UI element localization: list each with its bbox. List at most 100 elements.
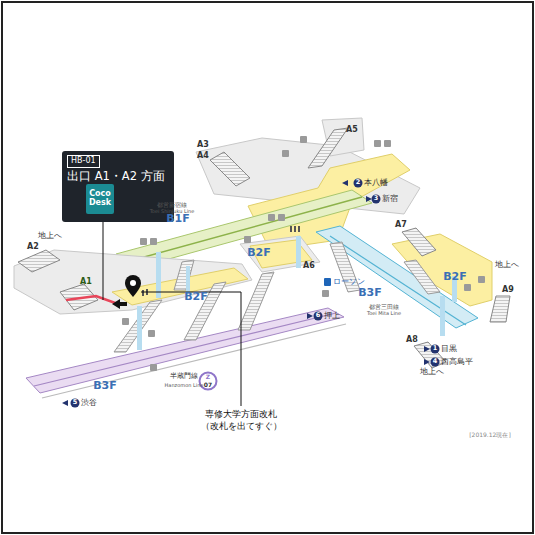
direction-arrow (62, 400, 68, 406)
track (34, 313, 336, 386)
direction-number: 6 (316, 312, 321, 319)
escalator (404, 260, 440, 294)
leader-line (141, 292, 241, 406)
elevator-shaft (156, 252, 161, 298)
direction-badge (431, 345, 440, 354)
line-name: Toei Mita Line (367, 311, 401, 317)
escalator (114, 300, 162, 352)
direction-name: 渋谷 (81, 399, 97, 408)
exit-label: A6 (303, 262, 315, 271)
elevator-shaft (296, 236, 301, 268)
store-icon (324, 278, 331, 286)
floor-label: B3F (358, 287, 382, 299)
facility-icon (140, 238, 147, 245)
direction-arrow (366, 196, 372, 202)
exit-stairs (210, 152, 250, 186)
facility-icon (384, 140, 391, 147)
facility-icon (282, 150, 289, 157)
facility-icon (148, 330, 155, 337)
direction-number: 2 (356, 179, 361, 186)
facility-icon (374, 140, 381, 147)
exit-label: A3 (197, 141, 209, 150)
elevator-shaft (186, 266, 190, 292)
exit-direction: 出口 A1・A2 方面 (67, 170, 165, 183)
ground-label: 地上へ (420, 368, 444, 376)
direction-number: 4 (433, 358, 438, 365)
station-number: 07 (204, 382, 212, 389)
floor-label: B2F (184, 291, 208, 303)
b2f-floor (240, 236, 320, 272)
date-note: [2019.12現在] (469, 432, 511, 439)
direction-name: 本八幡 (364, 179, 388, 188)
hanzomon-line-platform (26, 308, 344, 393)
fare-gate (294, 226, 296, 232)
direction-badge (372, 195, 381, 204)
floor-label: B1F (166, 213, 190, 225)
facility-icon (244, 236, 251, 243)
line-letter: Z (206, 374, 210, 381)
direction-name: 新宿 (382, 195, 398, 204)
direction-badge (314, 312, 323, 321)
ground-label: 地上へ (38, 232, 62, 240)
direction-number: 5 (73, 399, 78, 406)
facility-icon (278, 214, 285, 221)
escalator (174, 260, 194, 290)
exit-label: A7 (395, 221, 407, 230)
facility-icon (268, 214, 275, 221)
fare-gate (298, 226, 300, 232)
direction-badge (354, 179, 363, 188)
exit-stairs (308, 128, 348, 168)
line-name: 半蔵門線 (170, 373, 198, 381)
direction-name: 目黒 (441, 345, 457, 354)
direction-arrow (342, 180, 348, 186)
facility-icon (122, 318, 129, 325)
exit-label: A5 (346, 126, 358, 135)
ground-label: 地上へ (495, 261, 519, 269)
facility-icon (322, 290, 329, 297)
direction-arrow (424, 359, 430, 365)
fare-gate (142, 290, 144, 296)
exit-stairs (402, 228, 436, 256)
fare-gate (290, 226, 292, 232)
direction-arrow (424, 346, 430, 352)
floor-label: B2F (247, 247, 271, 259)
logo-box: Coco Desk (86, 184, 114, 214)
direction-arrow (307, 313, 313, 319)
exit-stairs (18, 250, 60, 272)
direction-arrow (112, 299, 127, 309)
location-pin (125, 275, 141, 297)
exit-stairs (490, 296, 510, 322)
line-name: 都営新宿線 (157, 202, 187, 209)
line-name: 都営三田線 (369, 304, 399, 311)
location-pin-dot (130, 280, 136, 286)
floor-label: B3F (93, 380, 117, 392)
direction-number: 3 (374, 195, 379, 202)
elevator-shaft (137, 306, 142, 350)
gate-callout: 専修大学方面改札 （改札を出てすぐ） (191, 408, 291, 432)
store-name: ローソン (333, 278, 365, 287)
floor-label: B2F (443, 271, 467, 283)
exit-label: A4 (197, 152, 209, 161)
facility-icon (150, 238, 157, 245)
exit-label: A1 (80, 278, 92, 287)
b2f-floor (14, 250, 252, 314)
direction-badge (71, 399, 80, 408)
logo-text: Coco Desk (86, 190, 114, 208)
exit-label: A9 (502, 286, 514, 295)
facility-icon (464, 284, 471, 291)
elevator-shaft (440, 296, 445, 336)
direction-name: 押上 (324, 312, 340, 321)
leader-line (103, 222, 104, 300)
direction-badge (431, 358, 440, 367)
escalator (184, 282, 226, 340)
station-code: HB-01 (67, 155, 100, 168)
facility-icon (300, 136, 307, 143)
route-line (66, 296, 118, 304)
exit-label: A2 (27, 243, 39, 252)
facility-icon (150, 364, 157, 371)
b2f-concourse (392, 234, 492, 306)
